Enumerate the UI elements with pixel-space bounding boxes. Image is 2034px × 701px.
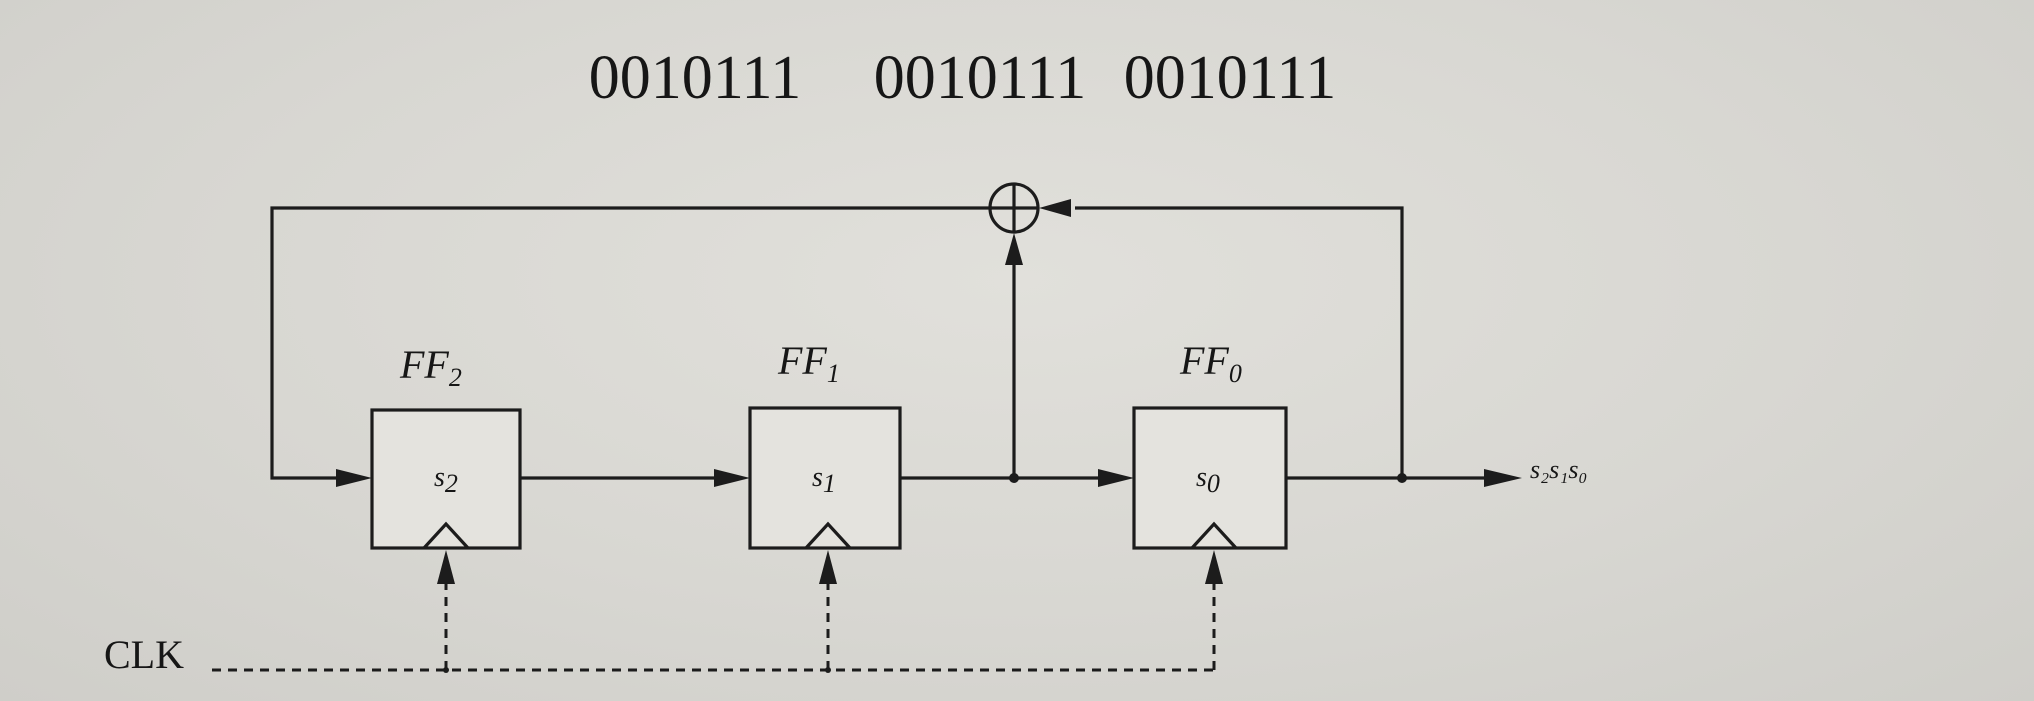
ff1-label: FF1 (777, 338, 840, 388)
flip-flop-ff1: FF1 s1 (748, 338, 902, 550)
tap-s0-wire (1075, 206, 1404, 478)
ff1-input-arrow (714, 469, 750, 487)
sequence-1: 0010111 (589, 44, 801, 112)
output-arrow (1484, 469, 1522, 487)
ff0-input-arrow (1098, 469, 1134, 487)
ff1-state: s1 (812, 462, 836, 498)
clock-label: CLK (104, 632, 184, 677)
tap-s1-arrow (1005, 233, 1023, 265)
sequence-2: 0010111 (874, 44, 1086, 112)
ff2-state: s2 (434, 462, 458, 498)
output-label: s₂s₁s₀ (1530, 455, 1587, 484)
xor-gate (988, 182, 1040, 234)
flip-flop-ff0: FF0 s0 (1132, 338, 1288, 550)
flip-flop-ff2: FF2 s2 (370, 342, 522, 550)
ff2-label: FF2 (399, 342, 462, 392)
ff0-label: FF0 (1179, 338, 1242, 388)
tap-s0-arrow (1039, 199, 1071, 217)
ff2-input-arrow (336, 469, 372, 487)
sequence-3: 0010111 (1124, 44, 1336, 112)
clock-network (212, 550, 1223, 673)
feedback-wire (270, 206, 992, 480)
ff0-state: s0 (1196, 462, 1220, 498)
